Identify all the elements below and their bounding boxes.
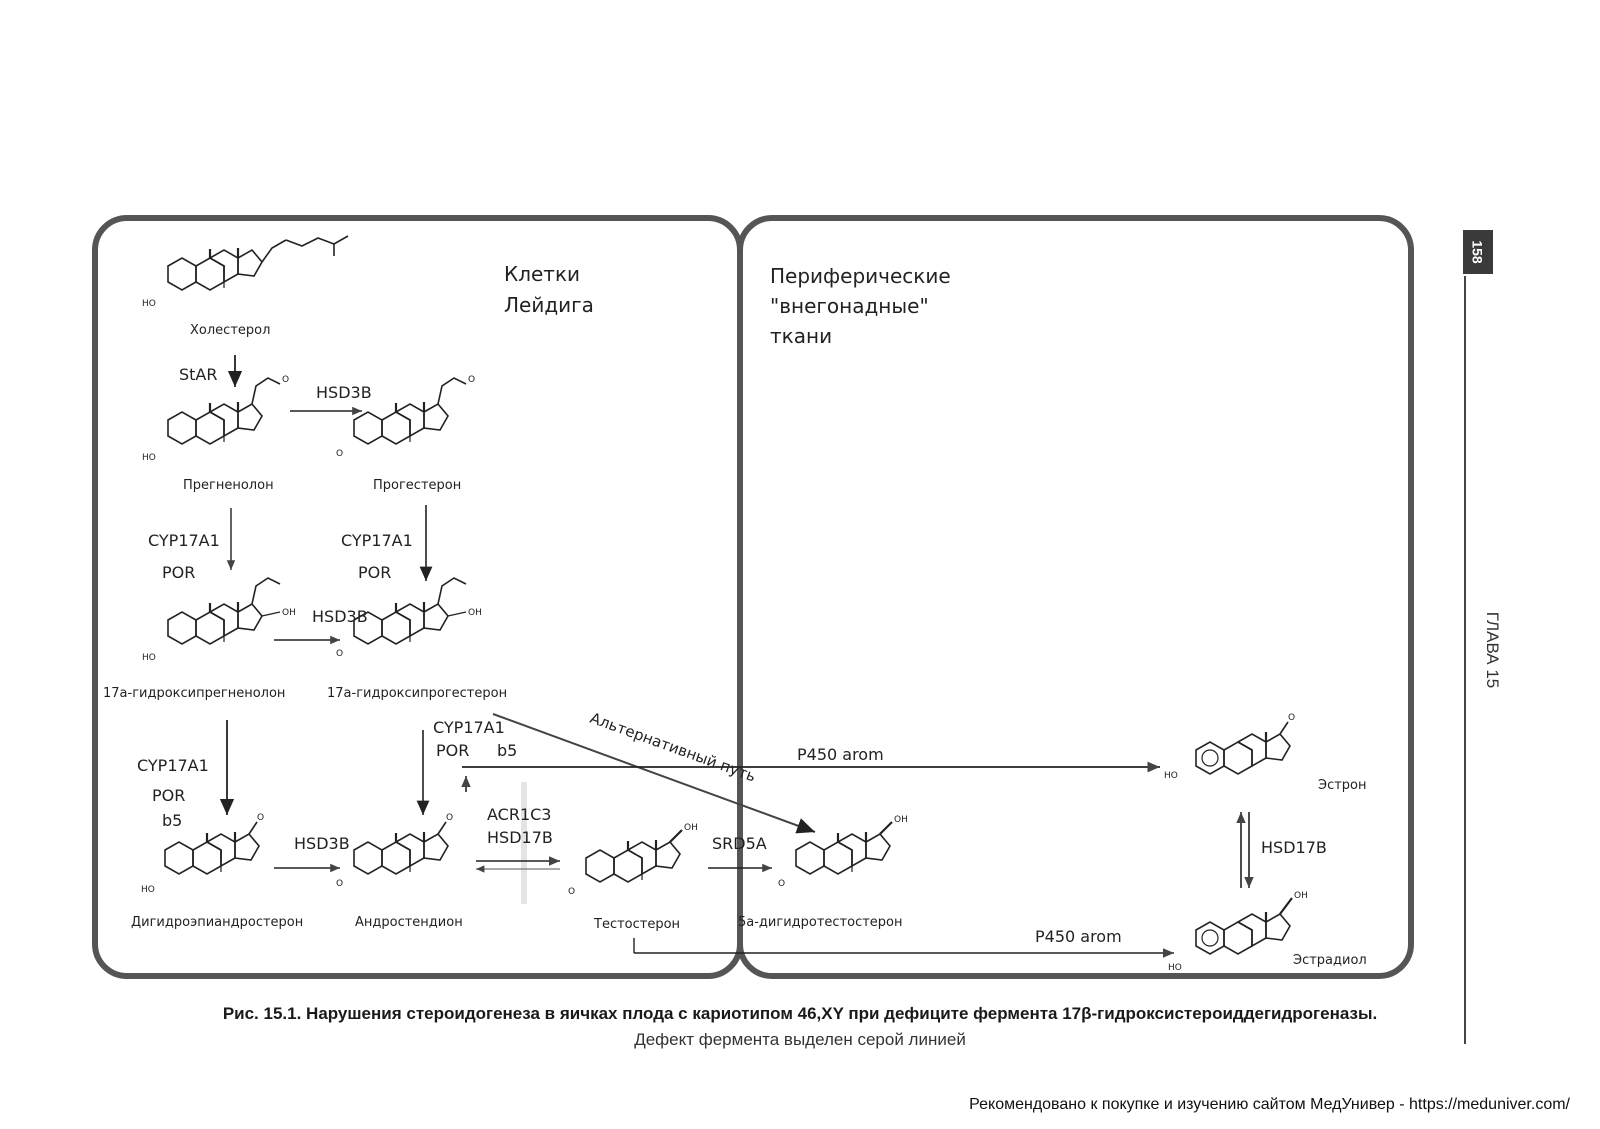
dht-label: 5а-дигидротестостерон	[738, 915, 903, 930]
srd5a-label: SRD5A	[712, 834, 767, 853]
cyp-label-2b: POR	[358, 563, 391, 582]
ho-label: HO	[141, 885, 155, 895]
oh-label: OH	[894, 815, 908, 825]
cyp-label-3b: POR	[152, 786, 185, 805]
o-label: O	[778, 879, 785, 889]
testosterone-label: Тестостерон	[593, 917, 680, 932]
cholesterol-structure: HO	[142, 235, 349, 309]
dht-structure: O OH	[778, 815, 908, 889]
hsd3b-label-1: HSD3B	[316, 383, 372, 402]
oh-label: OH	[1294, 891, 1308, 901]
ho-label: HO	[1164, 771, 1178, 781]
figure-caption-title: Рис. 15.1. Нарушения стероидогенеза в яи…	[222, 1004, 1378, 1023]
side-rule	[1464, 276, 1466, 1044]
alternative-pathway-arrow	[492, 713, 816, 834]
ho-label: HO	[142, 299, 156, 309]
oh-label: OH	[282, 608, 296, 618]
peripheral-title-line3: ткани	[770, 324, 832, 348]
cyp-label-3c: b5	[162, 811, 182, 830]
o-label: O	[336, 879, 343, 889]
cyp-label-4b: POR	[436, 741, 469, 760]
hsd3b-label-3: HSD3B	[294, 834, 350, 853]
oh-label: OH	[684, 823, 698, 833]
estrone-structure: HO O	[1164, 713, 1295, 781]
o-label: O	[336, 449, 343, 459]
peripheral-tissues-panel	[737, 215, 1414, 979]
ho-label: HO	[1168, 963, 1182, 973]
figure-caption-note: Дефект фермента выделен серой линией	[634, 1030, 966, 1049]
cyp-label-4a: CYP17A1	[433, 718, 505, 737]
o-label: O	[446, 813, 453, 823]
o-label: O	[336, 649, 343, 659]
page-number-tab: 158	[1463, 230, 1493, 274]
oh-progesterone-label: 17а-гидроксипрогестерон	[327, 686, 507, 701]
cyp-label-3a: CYP17A1	[137, 756, 209, 775]
akr-label-2: HSD17B	[487, 828, 553, 847]
leydig-title-line1: Клетки	[504, 262, 580, 286]
p450-arom-label-1: P450 arom	[797, 745, 884, 764]
estrone-label: Эстрон	[1318, 778, 1367, 793]
ho-label: HO	[142, 453, 156, 463]
cyp-label-2a: CYP17A1	[341, 531, 413, 550]
hsd3b-label-2: HSD3B	[312, 607, 368, 626]
cyp-label-1a: CYP17A1	[148, 531, 220, 550]
ho-label: HO	[142, 653, 156, 663]
alternative-pathway-label: Альтернативный путь	[588, 709, 759, 786]
p450-arom-label-2: P450 arom	[1035, 927, 1122, 946]
pregnenolone-label: Прегненолон	[183, 478, 274, 493]
oh-progesterone-structure: O OH	[336, 577, 482, 659]
footer-recommendation: Рекомендовано к покупке и изучению сайто…	[969, 1096, 1570, 1113]
cholesterol-label: Холестерол	[190, 323, 270, 338]
cyp-label-4c: b5	[497, 741, 517, 760]
o-label: O	[568, 887, 575, 897]
dhea-label: Дигидроэпиандростерон	[131, 915, 303, 930]
o-label: O	[1288, 713, 1295, 723]
hsd17b-label: HSD17B	[1261, 838, 1327, 857]
star-label: StAR	[179, 365, 218, 384]
dhea-structure: HO O	[141, 813, 264, 895]
estradiol-label: Эстрадиол	[1293, 953, 1367, 968]
androstenedione-structure: O O	[336, 813, 453, 889]
progesterone-label: Прогестерон	[373, 478, 461, 493]
peripheral-title-line1: Периферические	[770, 264, 951, 288]
oh-pregnenolone-label: 17а-гидроксипрегненолон	[103, 686, 285, 701]
oh-label: OH	[468, 608, 482, 618]
akr-label-1: ACR1C3	[487, 805, 551, 824]
estradiol-structure: HO OH	[1168, 891, 1308, 973]
chapter-label: ГЛАВА 15	[1483, 611, 1502, 689]
cyp-label-1b: POR	[162, 563, 195, 582]
o-label: O	[282, 375, 289, 385]
peripheral-title-line2: "внегонадные"	[770, 294, 929, 318]
progesterone-structure: O O	[336, 375, 475, 459]
o-label: O	[257, 813, 264, 823]
page-number: 158	[1469, 240, 1486, 264]
leydig-title-line2: Лейдига	[504, 293, 594, 317]
androstenedione-label: Андростендион	[355, 915, 463, 930]
oh-pregnenolone-structure: HO OH	[142, 577, 296, 663]
defect-gray-line	[521, 782, 527, 904]
o-label: O	[468, 375, 475, 385]
pregnenolone-structure: HO O	[142, 375, 289, 463]
testosterone-structure: O OH	[568, 823, 698, 897]
